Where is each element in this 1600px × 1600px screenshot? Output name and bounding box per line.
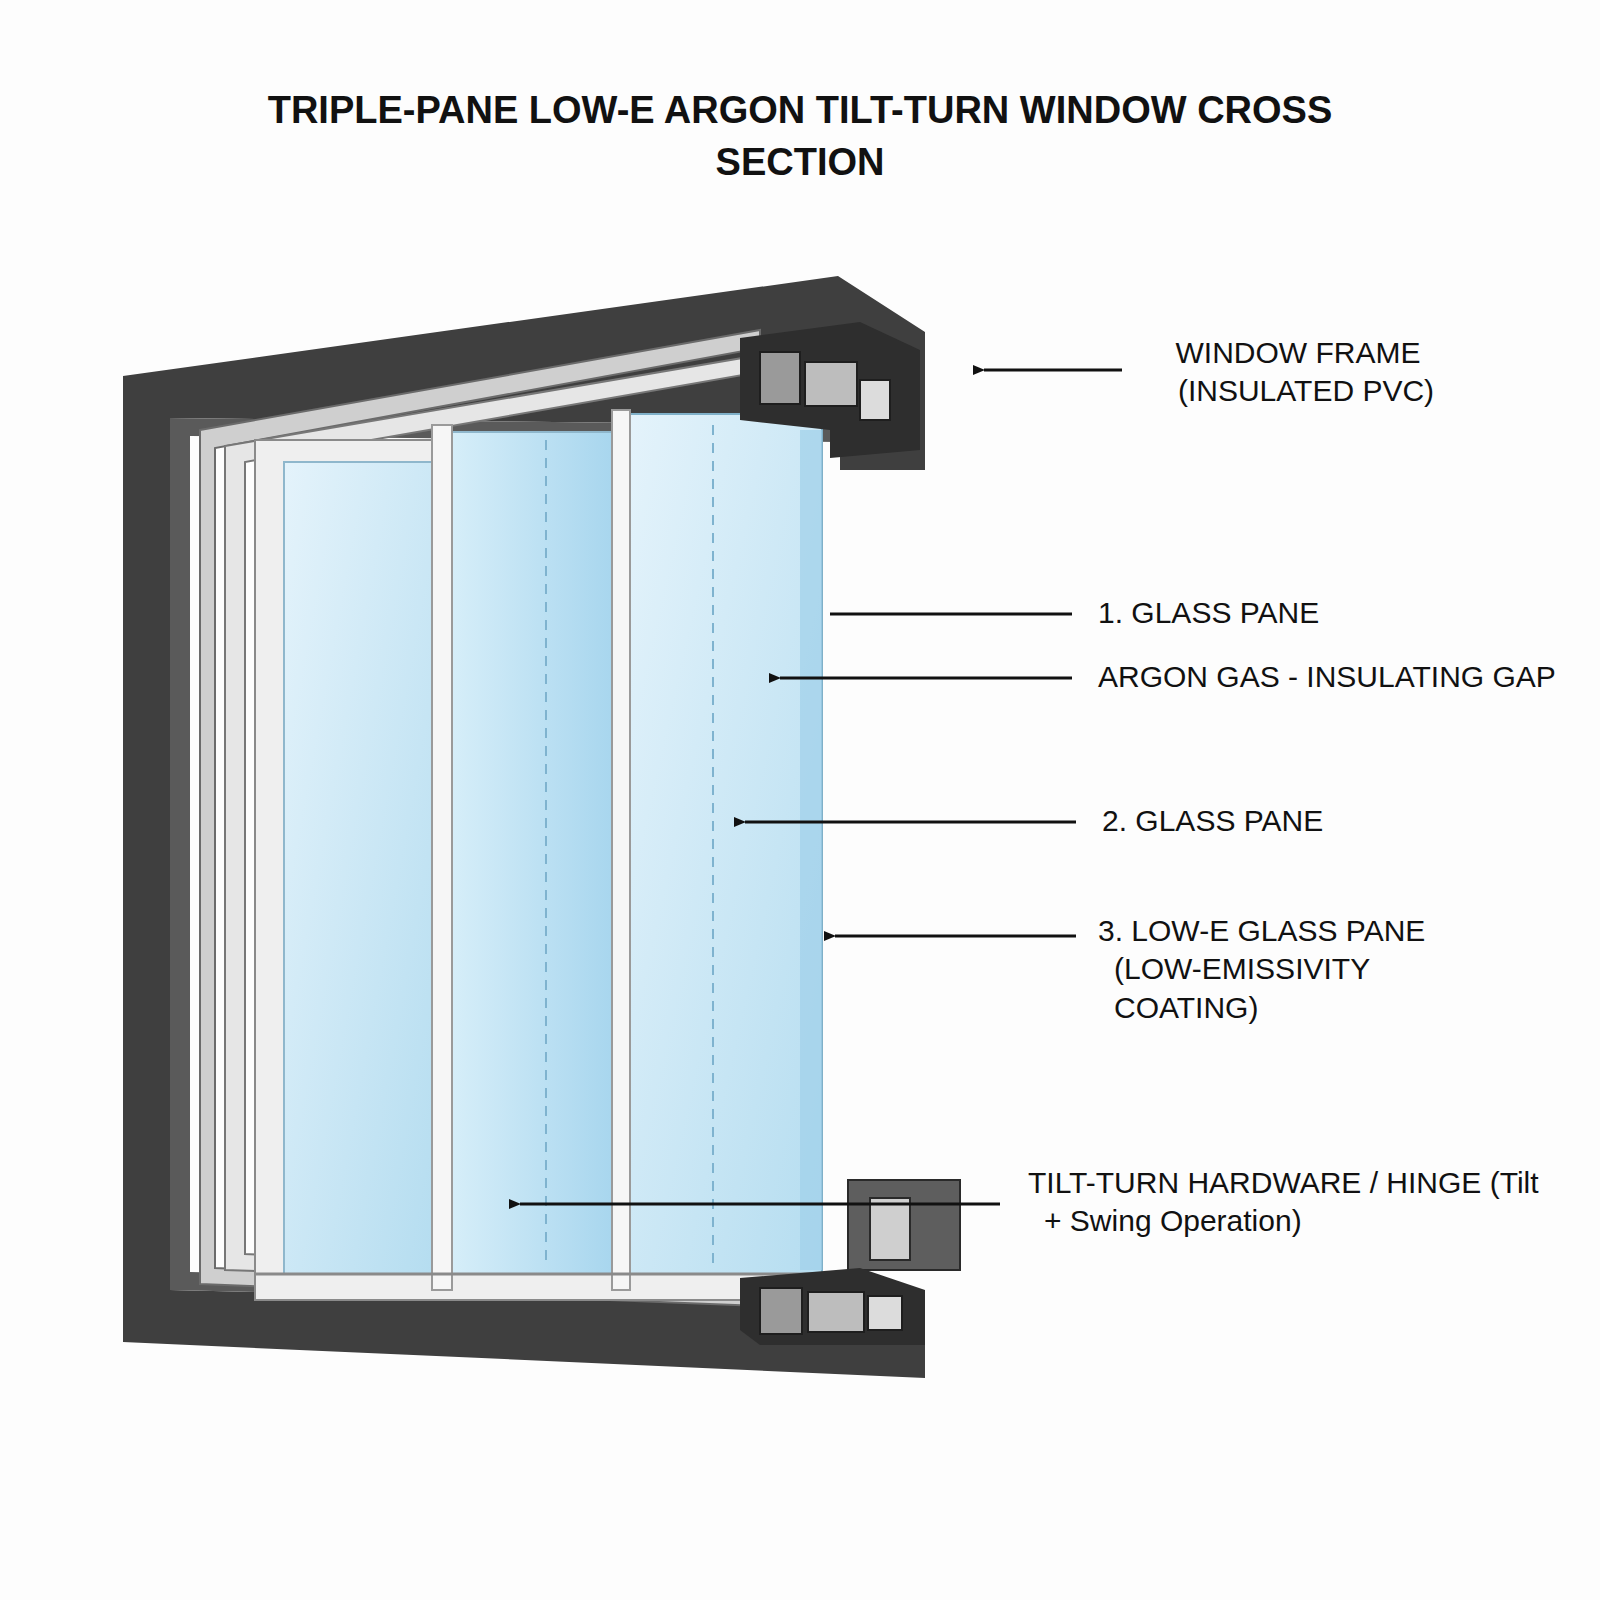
spacer-bar [432, 425, 452, 1290]
leader-arrow [984, 369, 1122, 372]
leader-arrow [835, 935, 1076, 938]
glass-pane [630, 414, 822, 1274]
glass-pane [452, 432, 612, 1274]
dashed-guide [545, 440, 547, 1268]
callout-label: ARGON GAS - INSULATING GAP [1098, 658, 1594, 696]
bottom-bead [255, 1273, 815, 1276]
callout-label: TILT-TURN HARDWARE / HINGE (Tilt + Swing… [1028, 1164, 1559, 1241]
leader-arrow [780, 677, 1072, 680]
dashed-guide [712, 425, 714, 1268]
hinge-part [760, 352, 800, 404]
spacer-bar [612, 410, 630, 1290]
callout-label: WINDOW FRAME (INSULATED PVC) [1135, 334, 1461, 411]
glass-pane [284, 462, 432, 1274]
low-e-edge [800, 430, 822, 1270]
hinge-part [805, 362, 857, 406]
hinge-part [870, 1198, 910, 1260]
callout-label: 2. GLASS PANE [1102, 802, 1538, 840]
callout-label: 1. GLASS PANE [1098, 594, 1534, 632]
callout-label: 3. LOW-E GLASS PANE (LOW-EMISSIVITY COAT… [1098, 912, 1514, 1027]
hardware-block [740, 1268, 925, 1345]
hinge-part [868, 1296, 902, 1330]
diagram-title: TRIPLE-PANE LOW-E ARGON TILT-TURN WINDOW… [230, 84, 1370, 189]
hinge-housing [848, 1180, 960, 1270]
leader-arrow [745, 821, 1076, 824]
hinge-part [860, 380, 890, 420]
leader-line [830, 613, 1072, 616]
hinge-part [760, 1288, 802, 1334]
frame-body [123, 276, 925, 1378]
leader-arrow [520, 1203, 1000, 1206]
hinge-part [808, 1292, 864, 1332]
hardware-block [740, 322, 920, 458]
